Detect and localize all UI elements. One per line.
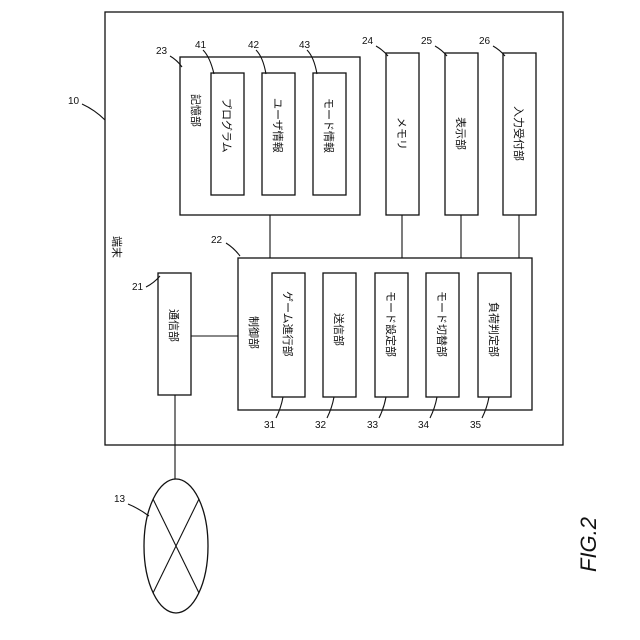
user-info-ref: 42: [248, 40, 260, 51]
memory-label: メモリ: [395, 117, 408, 150]
input-ref: 26: [479, 36, 491, 47]
terminal-ref: 10: [68, 96, 80, 107]
storage-unit-label: 記憶部: [189, 94, 203, 127]
comm-unit-label: 通信部: [167, 309, 181, 342]
memory-ref: 24: [362, 36, 374, 47]
mode-switch-label: モード切替部: [435, 291, 449, 357]
mode-info-ref: 43: [299, 40, 311, 51]
load-judge-label: 負荷判定部: [487, 302, 501, 357]
program-label: プログラム: [220, 98, 234, 153]
game-progress-label: ゲーム進行部: [281, 291, 295, 357]
transmit-label: 送信部: [332, 313, 346, 346]
transmit-ref: 32: [315, 420, 327, 431]
program-ref: 41: [195, 40, 207, 51]
mode-switch-ref: 34: [418, 420, 430, 431]
user-info-label: ユーザ情報: [271, 98, 284, 153]
game-progress-ref: 31: [264, 420, 276, 431]
storage-unit-ref: 23: [156, 46, 168, 57]
mode-info-label: モード情報: [322, 98, 335, 153]
comm-unit-ref: 21: [132, 282, 144, 293]
load-judge-ref: 35: [470, 420, 482, 431]
network-ref: 13: [114, 494, 126, 505]
control-unit-label: 制御部: [247, 316, 261, 349]
display-ref: 25: [421, 36, 433, 47]
mode-setting-ref: 33: [367, 420, 379, 431]
network-leader: [128, 504, 149, 516]
control-unit-ref: 22: [211, 235, 223, 246]
display-label: 表示部: [454, 117, 468, 150]
figure-caption: FIG.2: [576, 517, 601, 572]
terminal-label: 端末: [110, 236, 124, 258]
input-label: 入力受付部: [512, 106, 526, 161]
mode-setting-label: モード設定部: [384, 291, 398, 357]
terminal-leader: [82, 104, 105, 120]
